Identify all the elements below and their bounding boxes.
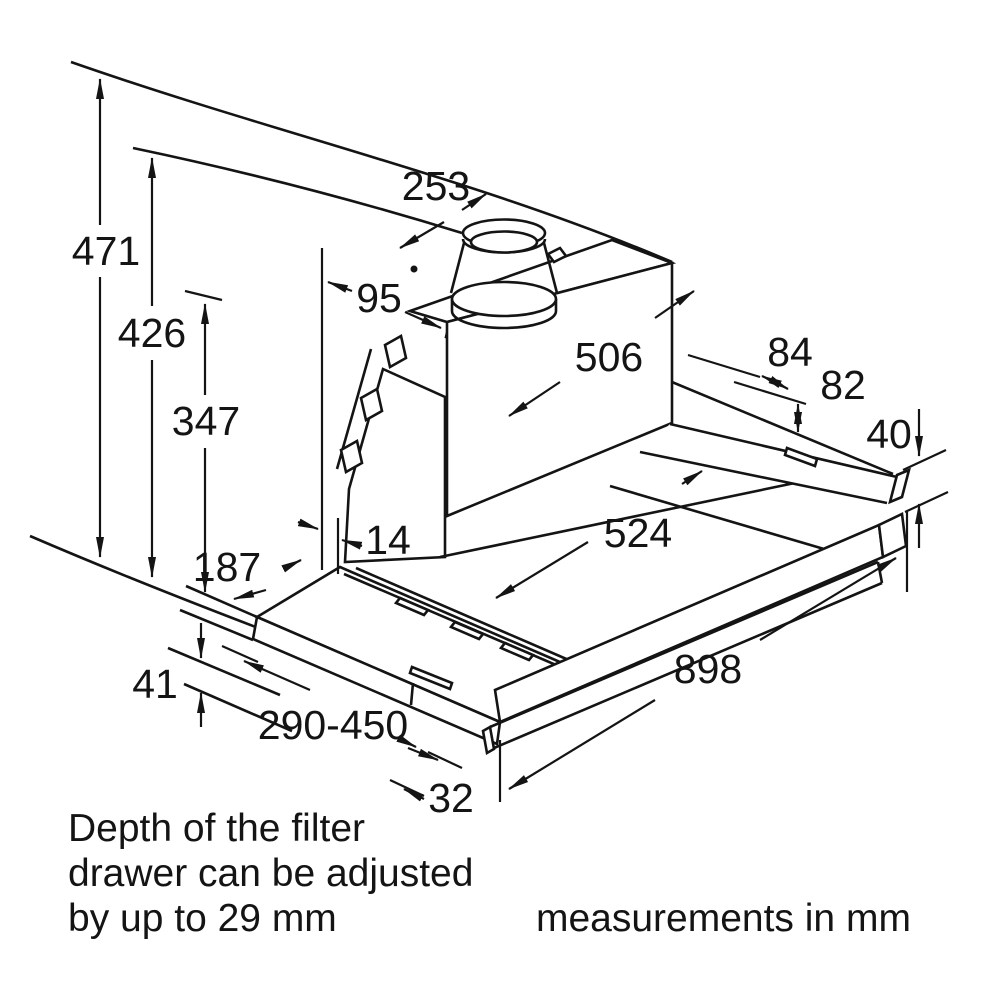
- dim-label-187: 187: [193, 544, 261, 590]
- frame-front-face: [493, 523, 885, 724]
- rail-slot: [783, 446, 819, 468]
- rail-back-edge: [671, 380, 894, 476]
- body-frame: [493, 512, 908, 724]
- dim-32: 32: [389, 734, 474, 821]
- dim-label-82: 82: [820, 362, 866, 408]
- dim-253: 253: [399, 163, 487, 249]
- dim-label-40: 40: [866, 411, 912, 457]
- drawer-vent-tab: [498, 641, 536, 662]
- dim-label-14: 14: [365, 517, 411, 563]
- dim-41: 41: [132, 623, 205, 727]
- dim-label-84: 84: [767, 329, 813, 375]
- dim-label-898: 898: [674, 646, 742, 692]
- duct-clamp-tab: [546, 246, 568, 264]
- dim-40: 40: [866, 409, 949, 548]
- dim-14: 14: [297, 517, 411, 563]
- dim-label-253: 253: [402, 163, 470, 209]
- wall-reference-lines: [70, 60, 673, 273]
- drawer-front-seam: [409, 682, 415, 706]
- dim-898: 898: [498, 512, 909, 802]
- dim-426: 426: [118, 157, 186, 578]
- duct-collar: [449, 218, 568, 330]
- dim-label-32: 32: [428, 775, 474, 821]
- annotation-text: Depth of the filter drawer can be adjust…: [68, 807, 911, 940]
- dim-label-506: 506: [575, 334, 643, 380]
- dim-187: 187: [193, 544, 302, 601]
- frame-end-cap: [877, 512, 908, 559]
- dim-84: 84: [687, 329, 813, 406]
- spring-clip: [359, 387, 384, 422]
- dim-347: 347: [172, 289, 240, 593]
- dim-label-524: 524: [604, 510, 672, 556]
- drawer-handle-slot: [408, 665, 454, 691]
- dim-label-426: 426: [118, 310, 186, 356]
- motor-housing-front-face: [445, 261, 674, 518]
- front-lip-strip: [481, 560, 884, 756]
- dim-524: 524: [495, 470, 703, 599]
- duct-outlet-opening: [469, 230, 539, 254]
- drawer-vent-tab: [448, 620, 486, 641]
- dim-82: 82: [794, 362, 866, 433]
- dim-label-347: 347: [172, 398, 240, 444]
- dim-471: 471: [72, 78, 140, 558]
- dim-label-471: 471: [72, 228, 140, 274]
- units-note: measurements in mm: [536, 897, 911, 940]
- dim-label-41: 41: [132, 661, 178, 707]
- note-line-1: Depth of the filter: [68, 807, 365, 850]
- dim-506: 506: [508, 290, 695, 417]
- dim-95: 95: [320, 248, 442, 574]
- dim-label-290-450: 290-450: [258, 702, 408, 748]
- note-line-3: by up to 29 mm: [68, 897, 337, 940]
- spring-clip: [383, 334, 408, 369]
- drawer-vent-tab: [393, 596, 431, 617]
- rail-end-cap: [888, 467, 911, 505]
- drawer-front-face: [251, 615, 502, 746]
- duct-flange: [450, 280, 558, 318]
- reference-dot: [410, 265, 418, 273]
- mounting-rail: [639, 380, 911, 505]
- note-line-2: drawer can be adjusted: [68, 852, 473, 895]
- body-housing-edges: [439, 472, 859, 561]
- dim-290-450: 290-450: [221, 644, 439, 762]
- lip-end-cap: [481, 724, 496, 756]
- dim-label-95: 95: [356, 275, 402, 321]
- spring-clip: [339, 439, 364, 474]
